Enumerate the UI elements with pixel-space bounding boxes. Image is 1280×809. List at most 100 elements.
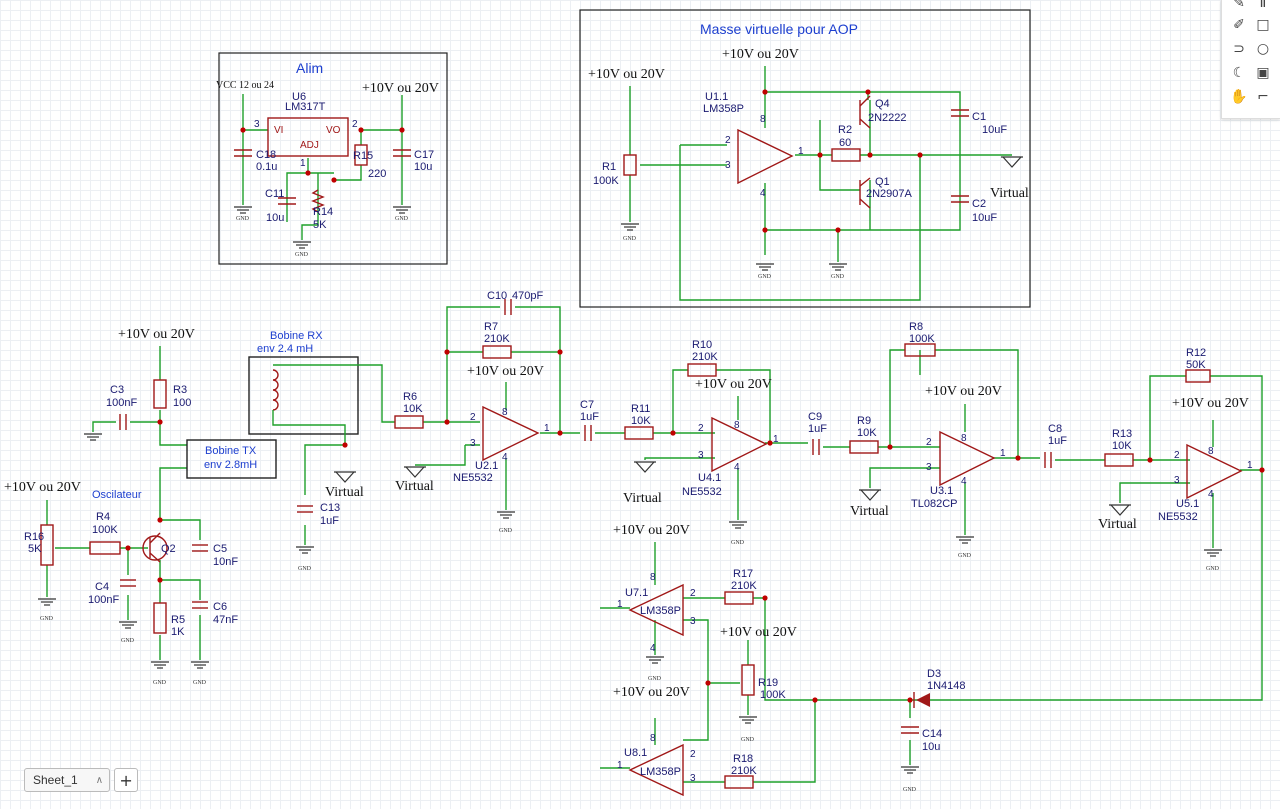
pencil-icon[interactable]: ✐ xyxy=(1233,17,1245,33)
c10-value: 470pF xyxy=(512,290,543,302)
r12-label: R12 xyxy=(1186,347,1206,359)
c2-capacitor[interactable] xyxy=(951,195,969,203)
r14-potentiometer[interactable] xyxy=(311,189,325,213)
c17-capacitor[interactable] xyxy=(393,149,411,157)
c6-label: C6 xyxy=(213,601,227,613)
svg-text:4: 4 xyxy=(1208,489,1214,500)
alim-frame xyxy=(218,52,448,265)
u5-opamp[interactable] xyxy=(1186,443,1243,500)
virtual-net-label: Virtual xyxy=(990,186,1029,201)
sheet-tab[interactable]: Sheet_1 ∧ xyxy=(24,768,111,792)
u4-supply-label: +10V ou 20V xyxy=(695,377,772,392)
chevron-up-icon[interactable]: ∧ xyxy=(95,774,104,786)
oscillator-title: Oscilateur xyxy=(92,489,142,501)
r16-potentiometer[interactable] xyxy=(40,524,54,566)
text-icon[interactable]: Ⅱ xyxy=(1259,0,1267,11)
d3-diode[interactable] xyxy=(913,692,930,708)
circle-icon[interactable]: ○ xyxy=(1256,41,1270,57)
u1-opamp[interactable] xyxy=(737,128,794,185)
r11-resistor[interactable] xyxy=(624,426,654,440)
c11-capacitor[interactable] xyxy=(278,197,296,205)
r15-resistor[interactable] xyxy=(354,144,368,166)
rx-coil-box[interactable] xyxy=(248,356,359,435)
svg-text:GND: GND xyxy=(831,274,845,280)
c7-capacitor[interactable] xyxy=(584,425,592,441)
c13-capacitor[interactable] xyxy=(297,505,313,513)
pen-icon[interactable]: ✎ xyxy=(1233,0,1245,11)
r1-potentiometer[interactable] xyxy=(623,154,637,176)
r9-resistor[interactable] xyxy=(849,440,879,454)
u8-opamp[interactable] xyxy=(628,743,684,797)
c4-capacitor[interactable] xyxy=(120,579,136,587)
r19-value: 100K xyxy=(760,689,786,701)
q2-transistor[interactable] xyxy=(142,532,168,563)
r5-resistor[interactable] xyxy=(153,602,167,634)
q1-transistor[interactable] xyxy=(859,177,871,209)
r2-value: 60 xyxy=(839,137,851,149)
hand-icon[interactable]: ✋ xyxy=(1230,89,1248,105)
u3-value: TL082CP xyxy=(911,498,957,510)
r2-label: R2 xyxy=(838,124,852,136)
u3-opamp[interactable] xyxy=(939,430,996,487)
svg-text:4: 4 xyxy=(502,452,508,463)
r8-value: 100K xyxy=(909,333,935,345)
c5-capacitor[interactable] xyxy=(192,544,208,552)
svg-text:GND: GND xyxy=(741,737,755,743)
r2-resistor[interactable] xyxy=(831,148,861,162)
r13-resistor[interactable] xyxy=(1104,453,1134,467)
r18-resistor[interactable] xyxy=(724,775,754,789)
c14-capacitor[interactable] xyxy=(901,726,919,734)
u4-opamp[interactable] xyxy=(711,416,768,473)
svg-text:1: 1 xyxy=(773,434,779,445)
q4-transistor[interactable] xyxy=(859,95,871,129)
c10-capacitor[interactable] xyxy=(504,299,512,315)
c9-capacitor[interactable] xyxy=(812,439,820,455)
add-sheet-button[interactable]: + xyxy=(114,768,139,792)
u7-opamp[interactable] xyxy=(628,583,684,637)
r6-resistor[interactable] xyxy=(394,415,424,429)
c6-value: 47nF xyxy=(213,614,238,626)
c8-capacitor[interactable] xyxy=(1044,452,1052,468)
r12-resistor[interactable] xyxy=(1185,369,1211,383)
alim-block: Alim VCC 12 ou 24 +10V ou 20V VI VO ADJ … xyxy=(216,52,448,265)
c3-capacitor[interactable] xyxy=(119,414,127,430)
arc-icon[interactable]: ☾ xyxy=(1232,65,1246,81)
u6-regulator[interactable] xyxy=(267,117,349,157)
c2-label: C2 xyxy=(972,198,986,210)
r3-resistor[interactable] xyxy=(153,379,167,409)
svg-text:3: 3 xyxy=(690,616,696,627)
d3-value: 1N4148 xyxy=(927,680,966,692)
c2-value: 10uF xyxy=(972,212,997,224)
q1-label: Q1 xyxy=(875,176,890,188)
r15-label: R15 xyxy=(353,150,373,162)
r7-resistor[interactable] xyxy=(482,345,512,359)
c6-capacitor[interactable] xyxy=(192,601,208,609)
r17-resistor[interactable] xyxy=(724,591,754,605)
svg-text:8: 8 xyxy=(734,420,740,431)
image-icon[interactable]: ▣ xyxy=(1256,65,1270,81)
q2-label: Q2 xyxy=(161,543,176,555)
c1-capacitor[interactable] xyxy=(951,109,969,117)
u2-opamp[interactable] xyxy=(482,405,540,462)
r8-potentiometer[interactable] xyxy=(904,343,936,357)
r14-label: R14 xyxy=(313,206,333,218)
svg-text:2: 2 xyxy=(698,423,704,434)
svg-text:8: 8 xyxy=(961,433,967,444)
tx-coil-box[interactable] xyxy=(186,439,277,479)
r18-value: 210K xyxy=(731,765,757,777)
u8-supply-label: +10V ou 20V xyxy=(613,685,690,700)
c13-label: C13 xyxy=(320,502,340,514)
c18-capacitor[interactable] xyxy=(234,149,252,157)
svg-text:GND: GND xyxy=(758,274,772,280)
pentagon-icon[interactable]: ⊃ xyxy=(1233,41,1245,57)
svg-text:GND: GND xyxy=(731,540,745,546)
c4-value: 100nF xyxy=(88,594,119,606)
rx-coil-value: env 2.4 mH xyxy=(257,343,313,355)
r10-resistor[interactable] xyxy=(687,363,717,377)
svg-text:3: 3 xyxy=(254,119,260,130)
rectangle-icon[interactable]: □ xyxy=(1256,17,1270,33)
r4-resistor[interactable] xyxy=(89,541,121,555)
polyline-icon[interactable]: ⌐ xyxy=(1257,89,1269,105)
r19-potentiometer[interactable] xyxy=(741,664,755,696)
